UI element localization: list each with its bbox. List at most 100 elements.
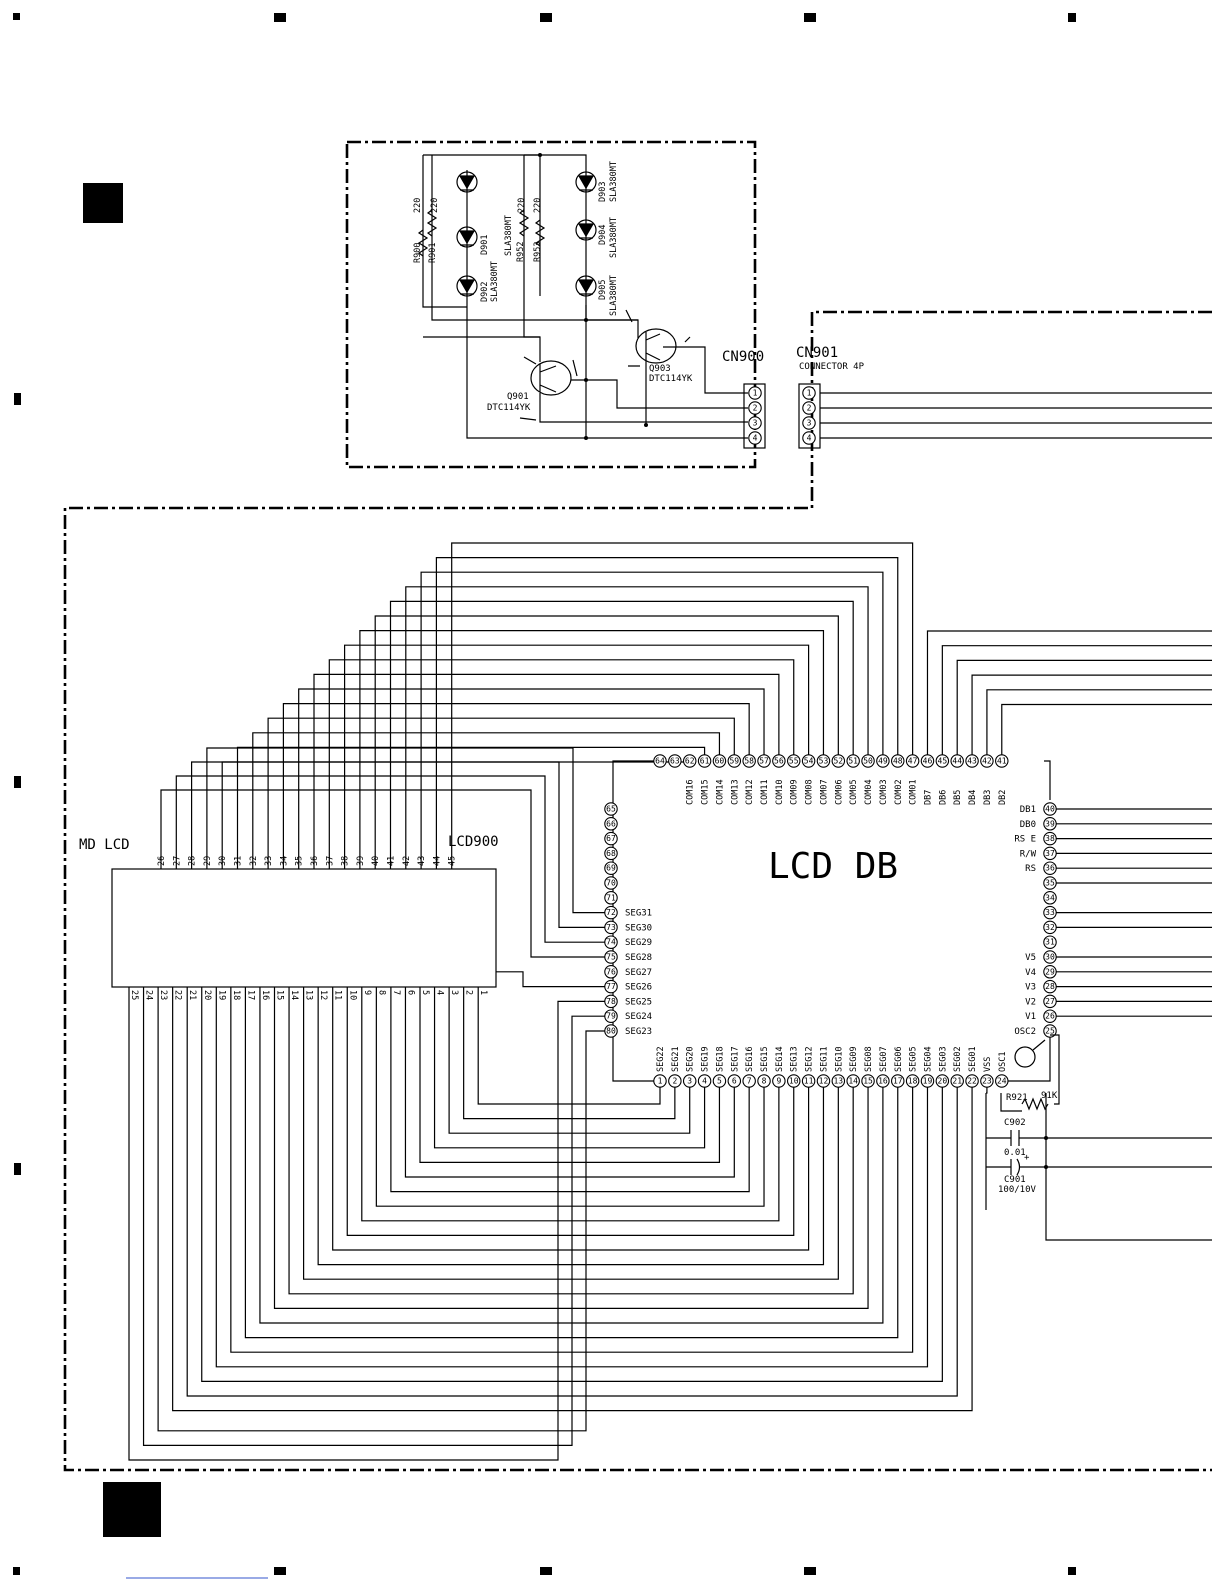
- chip-pin-71-number: 71: [606, 893, 616, 902]
- chip-pin-72-number: 72: [606, 908, 616, 917]
- chip-pin-35: 35: [1043, 876, 1057, 890]
- chip-pin-11: 11: [801, 1074, 816, 1088]
- chip-signal-rs-e: RS E: [1014, 835, 1036, 845]
- lcd-pin-27: 27: [172, 856, 182, 866]
- chip-pin-10: 10: [786, 1074, 801, 1088]
- chip-pin-16: 16: [876, 1074, 890, 1088]
- lcd-pin-24: 24: [144, 990, 154, 1000]
- chip-pin-65-number: 65: [606, 805, 616, 814]
- d904-label: D904: [598, 225, 608, 245]
- chip-pin-61: 61: [697, 754, 712, 768]
- lcd-pin-18: 18: [231, 990, 241, 1000]
- chip-pin-14: 14: [846, 1074, 860, 1088]
- chip-pin-14-number: 14: [848, 1077, 858, 1086]
- chip-pin-70: 70: [604, 876, 618, 890]
- chip-signal-rs: RS: [1025, 864, 1036, 874]
- chip-pin-5: 5: [712, 1074, 727, 1088]
- chip-signal-seg30: SEG30: [625, 923, 652, 933]
- lcd-pin-31: 31: [234, 856, 244, 866]
- cn901-pin-1: 1: [802, 386, 816, 400]
- chip-pin-24-number: 24: [997, 1077, 1007, 1086]
- r953-value: 220: [533, 198, 543, 213]
- d904-part: SLA380MT: [609, 217, 619, 258]
- chip-pin-73-number: 73: [606, 923, 616, 932]
- chip-signal-v4: V4: [1025, 968, 1036, 978]
- cn901-label: CN901: [796, 345, 838, 361]
- chip-signal-seg31: SEG31: [625, 909, 652, 919]
- chip-signal-seg04: SEG04: [923, 1046, 933, 1072]
- chip-signal-seg02: SEG02: [953, 1046, 963, 1072]
- chip-pin-3-number: 3: [687, 1077, 692, 1086]
- chip-pin-12: 12: [816, 1074, 831, 1088]
- chip-signal-seg07: SEG07: [879, 1046, 889, 1072]
- chip-signal-com10: COM10: [775, 779, 785, 805]
- chip-pin-27-number: 27: [1045, 997, 1055, 1006]
- chip-pin-67: 67: [604, 831, 618, 846]
- chip-pin-41: 41: [995, 754, 1009, 768]
- chip-pin-78: 78: [604, 994, 618, 1009]
- chip-pin-75-number: 75: [606, 953, 616, 962]
- cn900-pin-3-number: 3: [753, 419, 758, 428]
- chip-pin-48-number: 48: [893, 757, 903, 766]
- chip-pin-73: 73: [604, 920, 618, 935]
- chip-pin-50: 50: [861, 754, 875, 768]
- chip-pin-60-number: 60: [715, 757, 725, 766]
- chip-signal-seg09: SEG09: [849, 1046, 859, 1072]
- chip-pin-49-number: 49: [878, 757, 888, 766]
- c901-label: C901: [1004, 1175, 1026, 1185]
- chip-pin-46-number: 46: [923, 757, 933, 766]
- chip-pin-26: 26: [1043, 1009, 1057, 1023]
- chip-signal-seg26: SEG26: [625, 983, 652, 993]
- chip-signal-com01: COM01: [909, 779, 919, 805]
- chip-pin-44: 44: [950, 754, 964, 768]
- chip-pin-51: 51: [846, 754, 860, 768]
- chip-pin-32: 32: [1043, 920, 1057, 935]
- lcd-pin-12: 12: [318, 990, 328, 1000]
- chip-pin-29: 29: [1043, 965, 1057, 979]
- chip-signal-vss: VSS: [983, 1057, 993, 1072]
- chip-name: LCD DB: [768, 846, 898, 887]
- chip-pin-32-number: 32: [1045, 923, 1055, 932]
- chip-signal-com15: COM15: [701, 779, 711, 805]
- lcd-pin-30: 30: [218, 856, 228, 866]
- cn901-pin-2-number: 2: [807, 404, 812, 413]
- chip-pin-23-number: 23: [982, 1077, 992, 1086]
- chip-signal-db5: DB5: [953, 790, 963, 805]
- chip-pin-16-number: 16: [878, 1077, 888, 1086]
- cn901-pin-4-number: 4: [807, 434, 812, 443]
- chip-pin-51-number: 51: [848, 757, 858, 766]
- chip-signal-seg18: SEG18: [715, 1046, 725, 1072]
- lcd-pin-8: 8: [376, 990, 386, 995]
- chip-pin-64-number: 64: [655, 757, 665, 766]
- cn900-pin-4: 4: [748, 431, 762, 445]
- c901-value: 100/10V: [998, 1185, 1037, 1195]
- chip-signal-seg29: SEG29: [625, 938, 652, 948]
- chip-pin-50-number: 50: [863, 757, 873, 766]
- chip-signal-com16: COM16: [686, 779, 696, 805]
- peripheral-components: R921 91K C902 0.01 + C901 100/10V: [985, 1034, 1212, 1241]
- chip-signal-seg03: SEG03: [938, 1046, 948, 1072]
- r900-value: 220: [413, 198, 423, 213]
- chip-pin-34-number: 34: [1045, 893, 1055, 902]
- chip-pin-8: 8: [757, 1074, 771, 1088]
- chip-pin-70-number: 70: [606, 879, 616, 888]
- chip-pin-44-number: 44: [952, 757, 962, 766]
- d903-part: SLA380MT: [609, 161, 619, 202]
- chip-pin-45-number: 45: [938, 757, 948, 766]
- lcd-pin-9: 9: [362, 990, 372, 995]
- chip-signal-v2: V2: [1025, 997, 1036, 1007]
- cn900-pin-2-number: 2: [753, 404, 758, 413]
- d902-part: SLA380MT: [490, 261, 500, 302]
- lcd-pin-25: 25: [129, 990, 139, 1000]
- chip-pin-76: 76: [604, 965, 618, 979]
- d905-label: D905: [598, 280, 608, 300]
- chip-pin-76-number: 76: [606, 967, 616, 976]
- chip-signal-seg22: SEG22: [656, 1046, 666, 1072]
- chip-signal-db2: DB2: [998, 790, 1008, 805]
- chip-pin-47-number: 47: [908, 757, 918, 766]
- chip-pin-19: 19: [920, 1074, 935, 1088]
- lcd-pin-39: 39: [356, 856, 366, 866]
- chip-pin-61-number: 61: [700, 757, 710, 766]
